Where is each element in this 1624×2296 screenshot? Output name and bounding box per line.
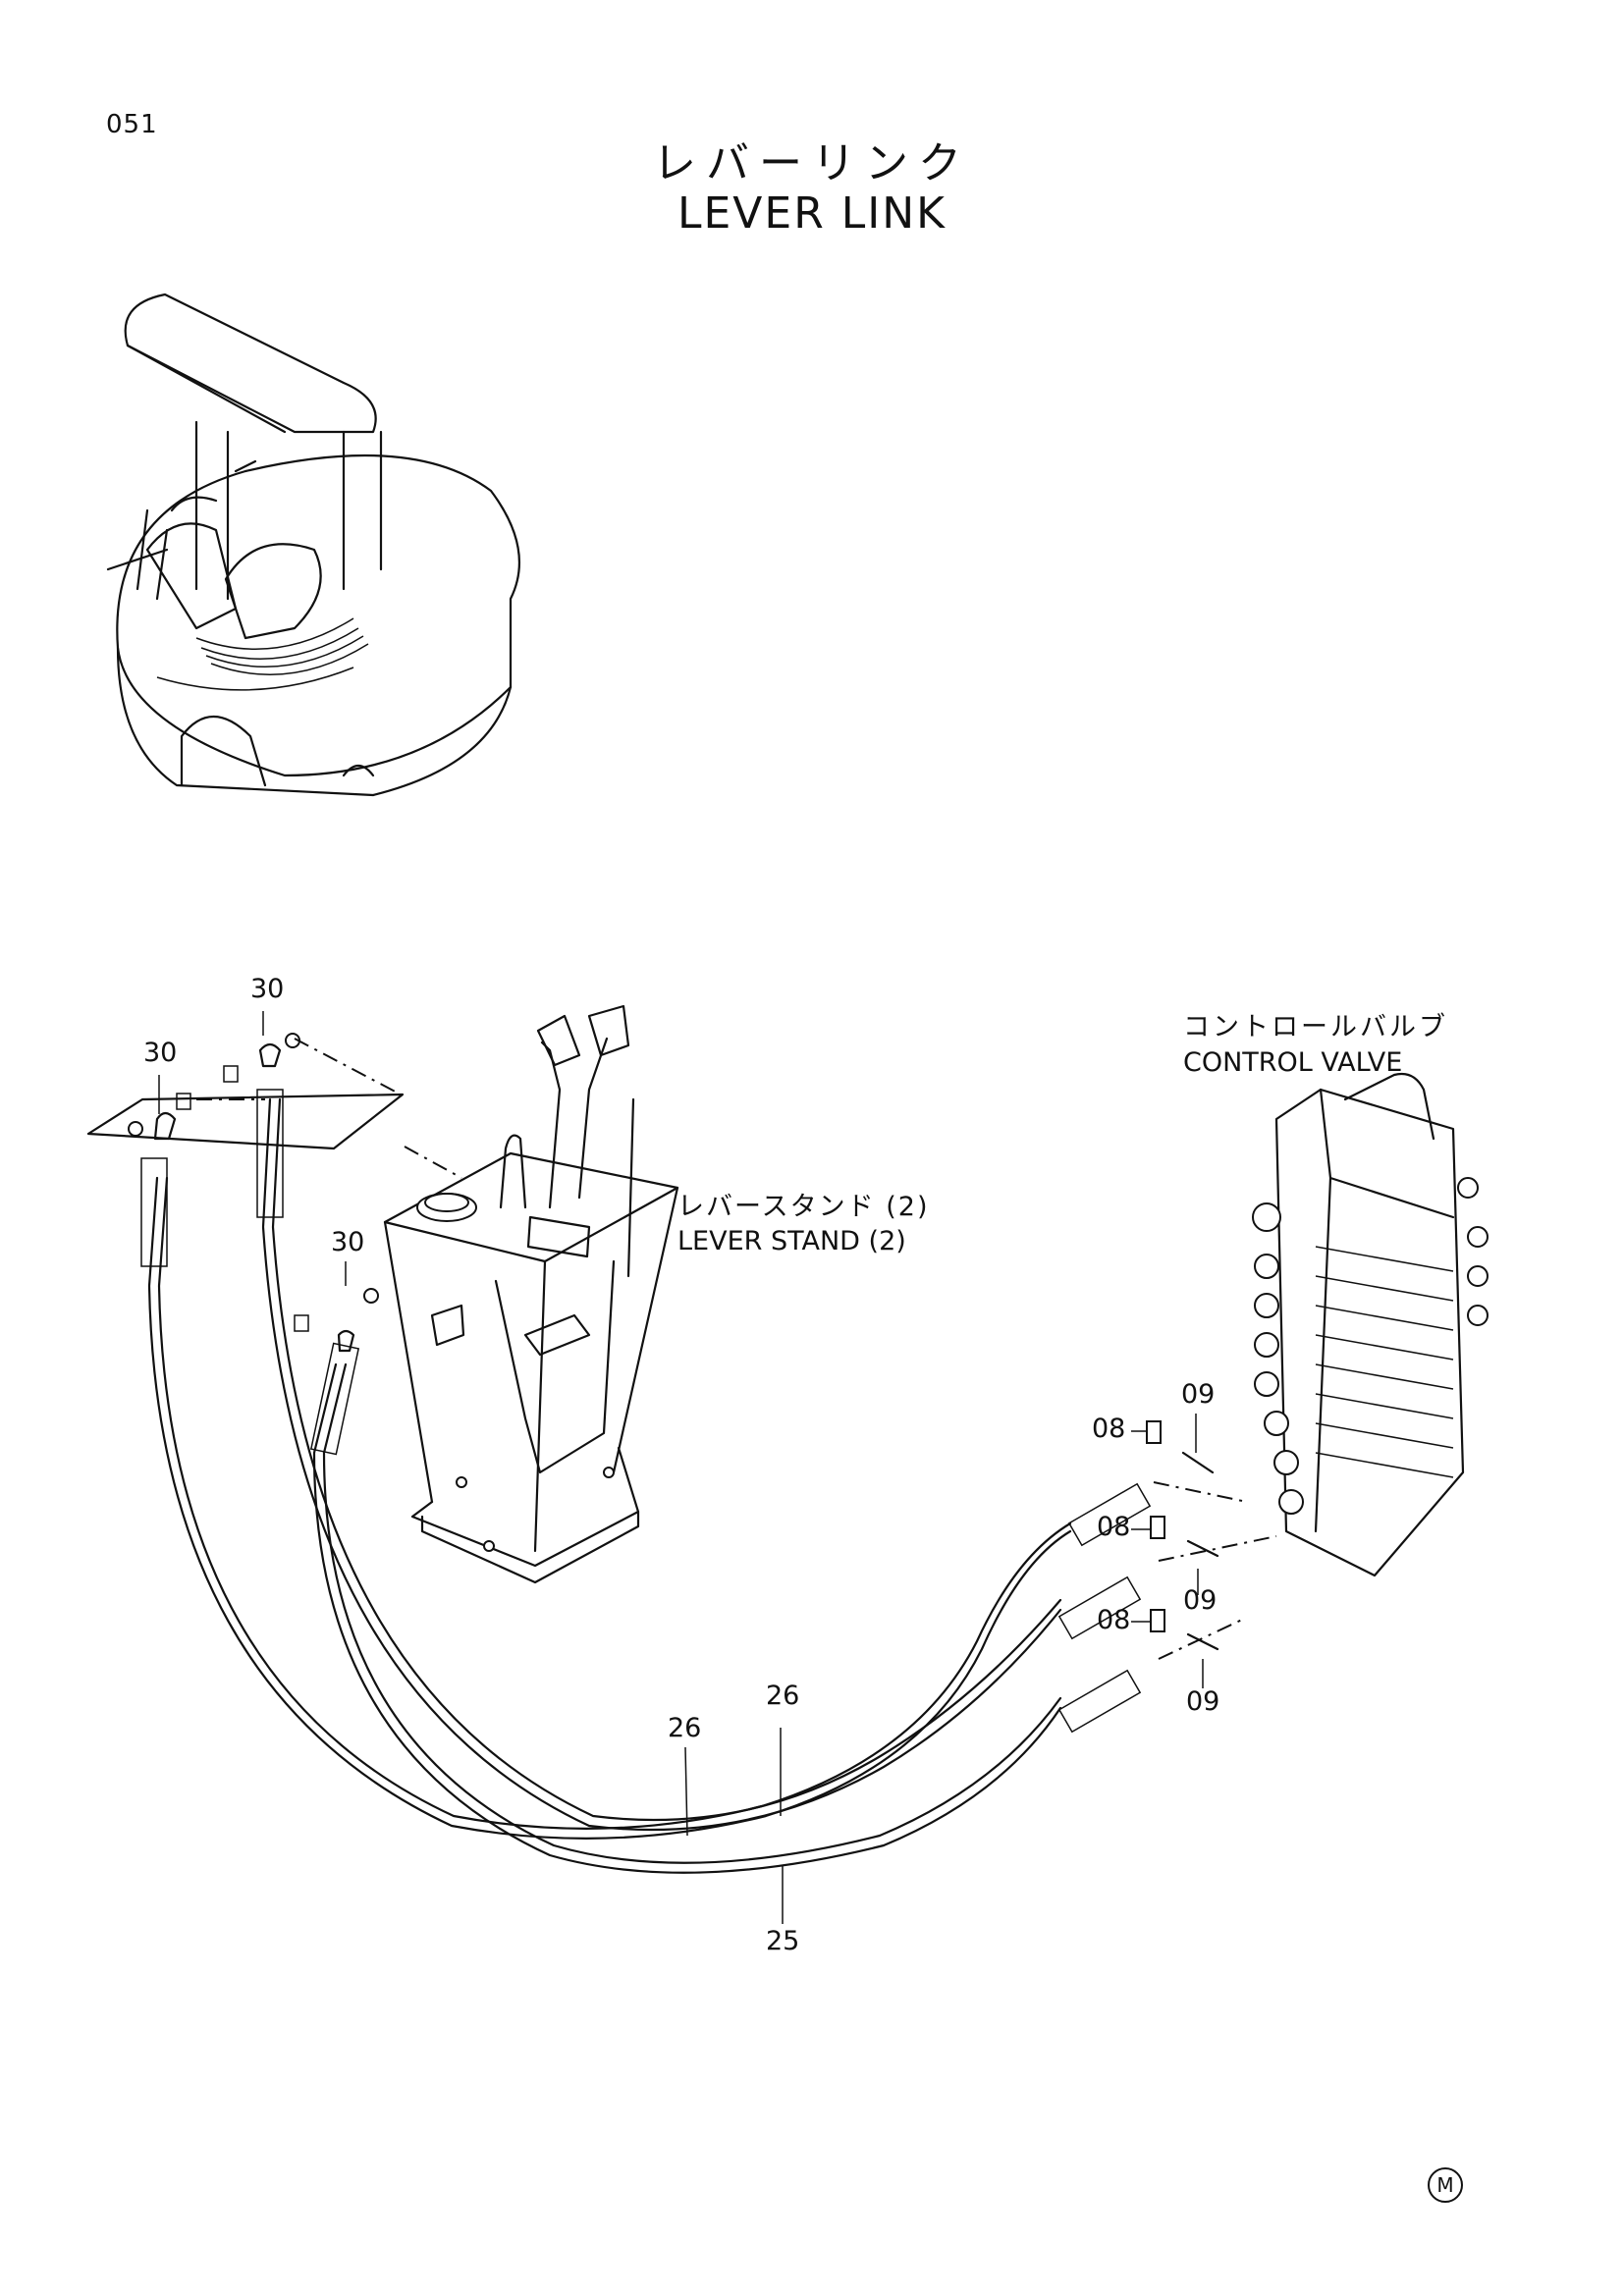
callout-09: 09	[1181, 1379, 1216, 1410]
excavator-overview-drawing	[106, 293, 520, 797]
lever-stand-label-en: LEVER STAND (2)	[677, 1226, 906, 1256]
cable-end-fitting-6	[1057, 1669, 1142, 1734]
cable-end-fitting-2	[256, 1089, 284, 1218]
lever-stand-drawing	[383, 1004, 679, 1584]
callout-25: 25	[766, 1926, 800, 1956]
callout-26: 26	[766, 1681, 800, 1711]
callout-09: 09	[1183, 1585, 1218, 1616]
callout-30: 30	[250, 974, 285, 1004]
callout-08: 08	[1097, 1512, 1131, 1542]
manufacturer-mark: M	[1428, 2167, 1463, 2203]
cable-drawings	[140, 1089, 1277, 1874]
control-valve-drawing	[1252, 1072, 1489, 1577]
callout-30: 30	[143, 1038, 178, 1068]
pin-and-clip-drawings	[1146, 1420, 1219, 1651]
lever-stand-label-jp: レバースタンド (2)	[677, 1192, 930, 1222]
control-valve-label-en: CONTROL VALVE	[1183, 1047, 1403, 1078]
callout-leaders	[158, 1011, 1204, 1924]
cable-end-fitting-5	[1057, 1575, 1142, 1640]
callout-08: 08	[1092, 1414, 1126, 1444]
callout-30: 30	[331, 1227, 365, 1257]
cable-end-fitting-4	[1067, 1482, 1152, 1547]
fastener-drawings	[86, 1033, 462, 1353]
title-japanese: レバーリンク	[653, 138, 971, 188]
control-valve-label-jp: コントロールバルブ	[1183, 1012, 1448, 1042]
callout-09: 09	[1186, 1686, 1220, 1717]
page-number: 051	[106, 110, 158, 139]
cable-end-fitting-3	[309, 1342, 360, 1456]
callout-08: 08	[1097, 1605, 1131, 1635]
cable-end-fitting-1	[140, 1157, 168, 1267]
title-english: LEVER LINK	[677, 188, 947, 239]
callout-26: 26	[668, 1713, 702, 1743]
